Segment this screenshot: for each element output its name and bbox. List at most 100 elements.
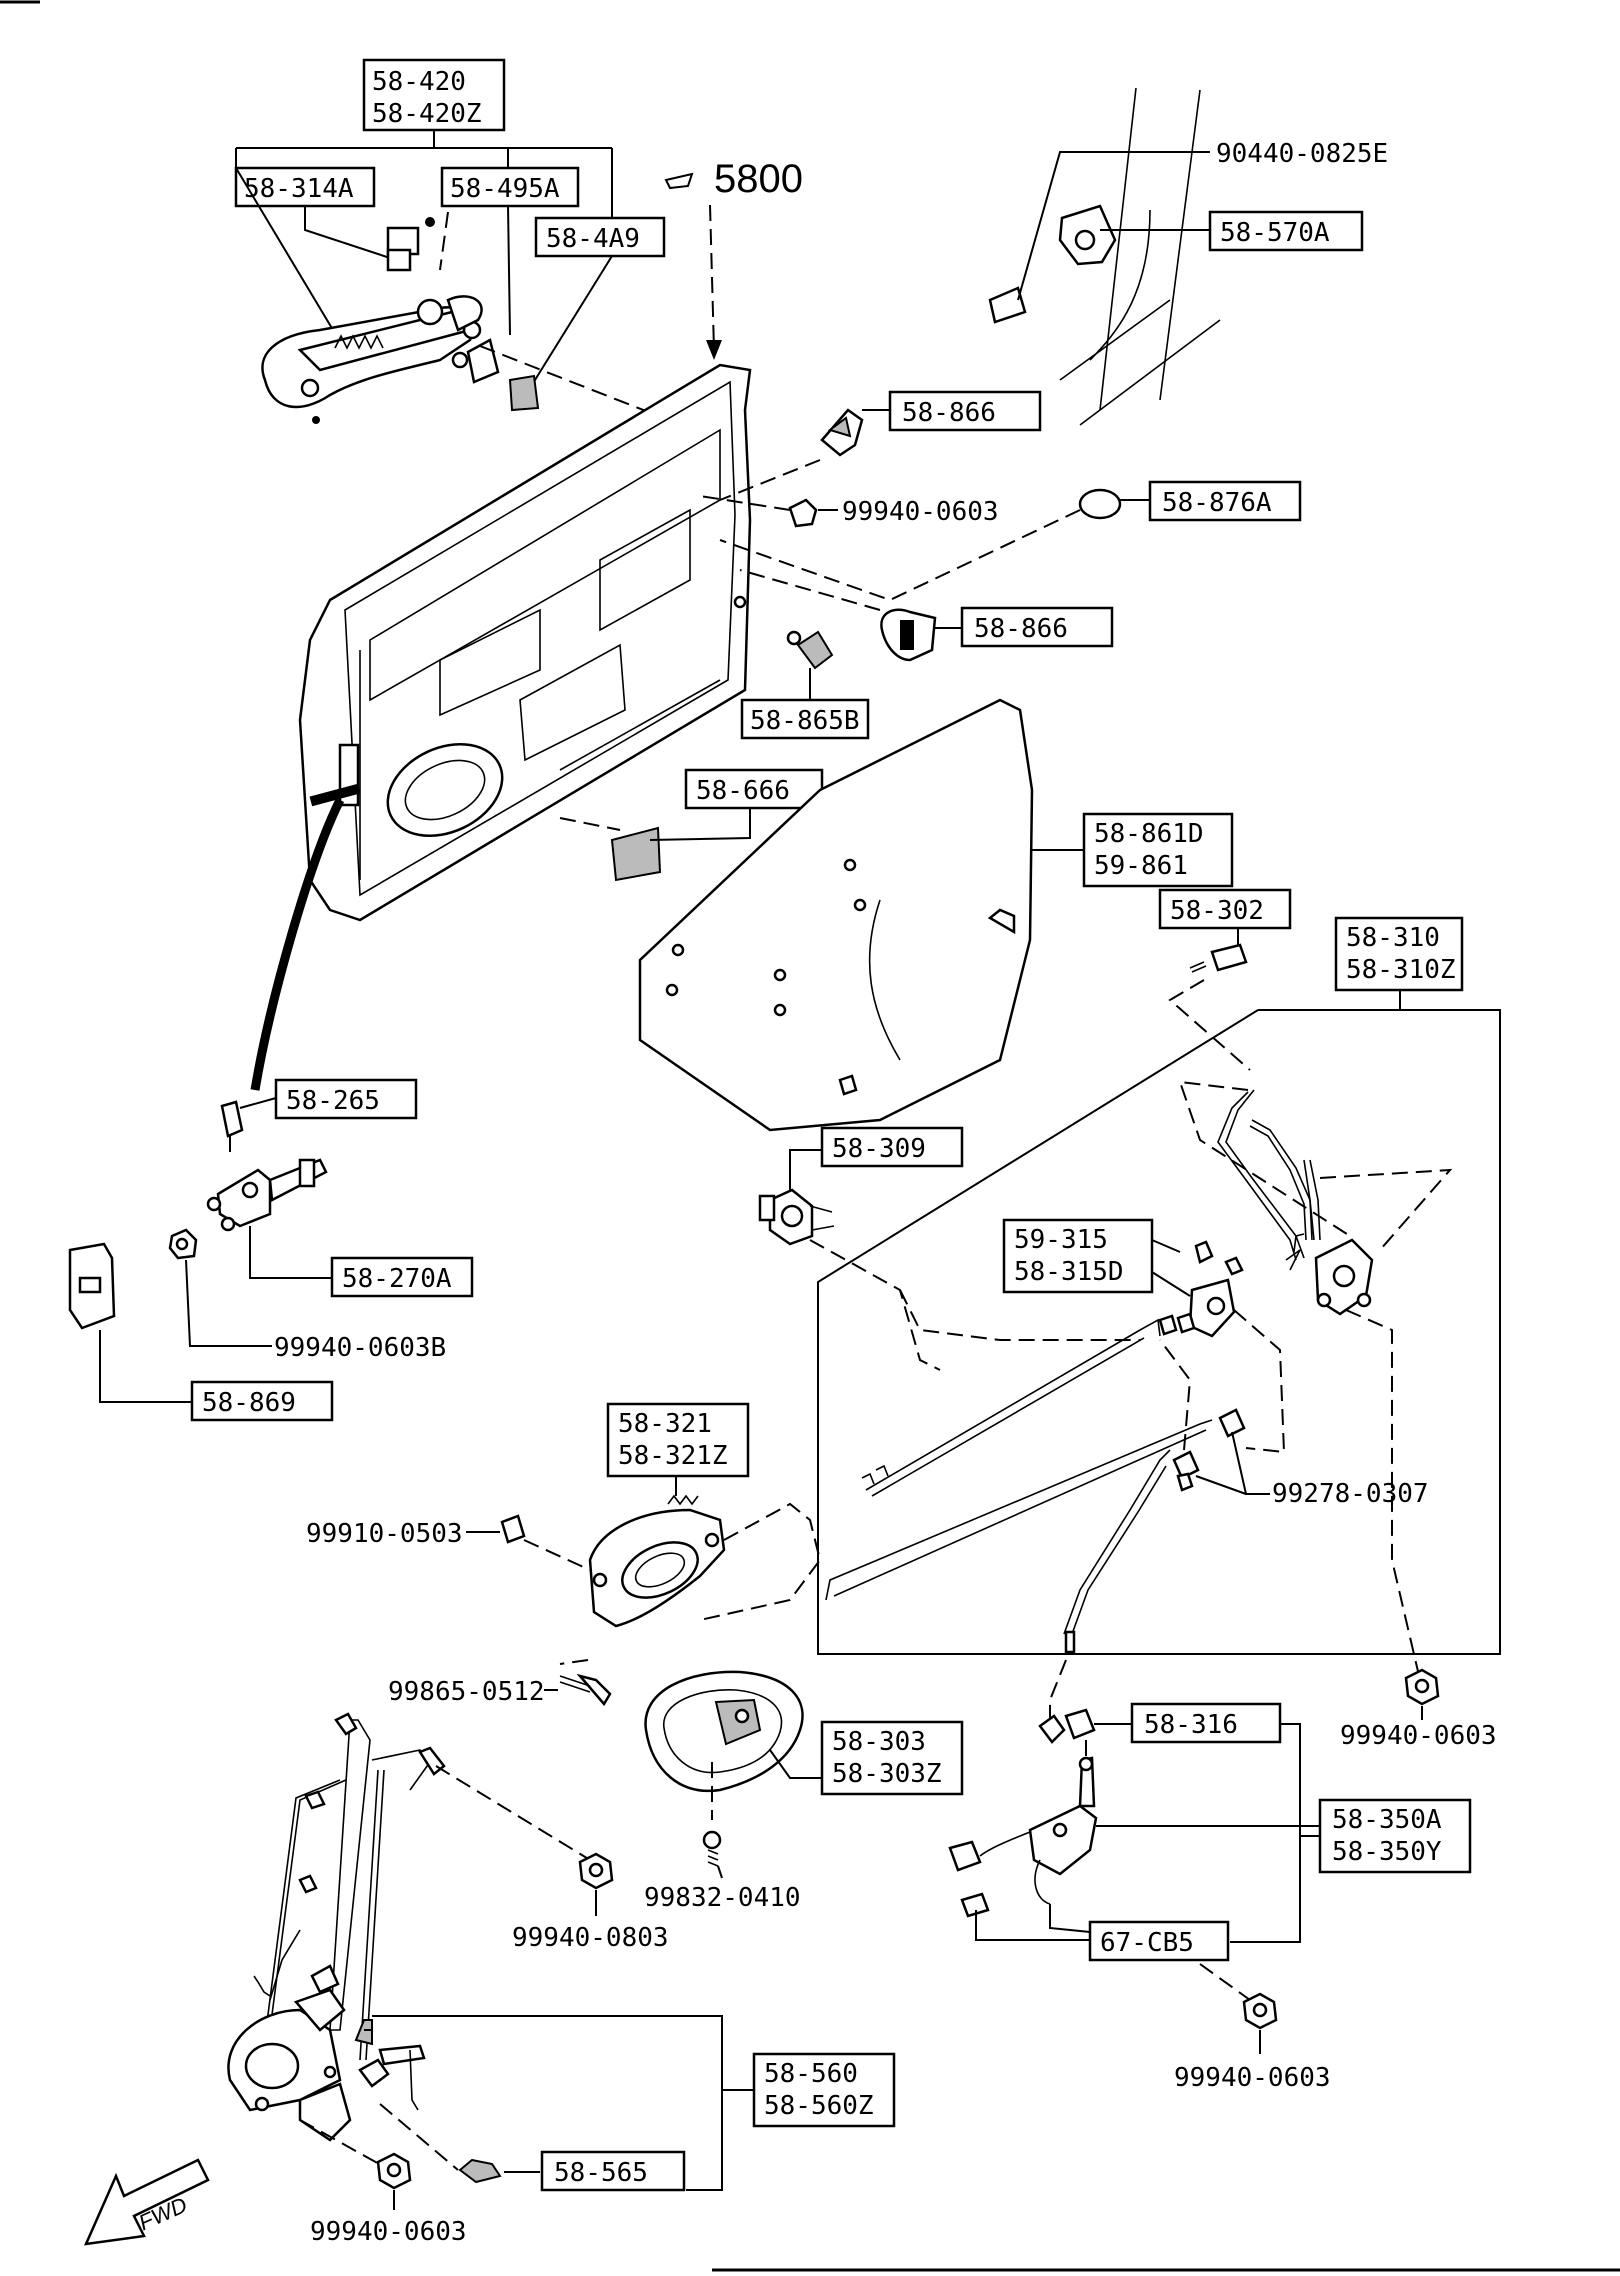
callout-58-420z: 58-420Z	[372, 99, 482, 129]
nut-right-group: 99940-0603	[1340, 1668, 1497, 1751]
callout-58-4a9: 58-4A9	[546, 224, 640, 254]
inner-handle-group: 58-321 58-321Z 99910-0503 99865-0512	[306, 1402, 822, 1707]
callout-box-58-866-upper[interactable]	[888, 390, 1042, 432]
plug-part	[1078, 488, 1122, 520]
striker-bolt-part	[988, 286, 1027, 324]
callout-box-58-321[interactable]	[606, 1402, 750, 1478]
callout-58-560z: 58-560Z	[764, 2091, 874, 2121]
callout-58-866-upper: 58-866	[902, 398, 996, 428]
screw-99910-part	[500, 1514, 526, 1544]
callout-box-58-866-lower[interactable]	[960, 606, 1114, 648]
lock-mechanism-part	[1285, 1233, 1374, 1316]
callout-99865-0512: 99865-0512	[388, 1677, 545, 1707]
callout-box-58-310[interactable]	[1334, 916, 1464, 992]
bezel-group: 58-303 58-303Z 99832-0410	[644, 1670, 964, 1913]
callout-58-310z: 58-310Z	[1346, 955, 1456, 985]
callout-58-265: 58-265	[286, 1086, 380, 1116]
key-cylinder-part	[758, 1188, 835, 1246]
callout-box-58-861d[interactable]	[1082, 812, 1234, 888]
outer-handle-group: 58-420 58-420Z 58-314A 58-495A 58-4A9	[234, 58, 721, 441]
callout-box-58-565[interactable]	[540, 2150, 686, 2192]
regulator-group: 99940-0803 58-560 58-560Z 58-565 99940-0…	[227, 1712, 896, 2247]
callout-99940-0603-right: 99940-0603	[1340, 1721, 1497, 1751]
callout-67-cb5: 67-CB5	[1100, 1928, 1194, 1958]
callout-58-420: 58-420	[372, 67, 466, 97]
callout-box-58-270a[interactable]	[330, 1256, 474, 1298]
callout-58-309: 58-309	[832, 1134, 926, 1164]
screw-302-part	[1210, 943, 1248, 972]
callout-58-314a: 58-314A	[244, 174, 354, 204]
reg-clip-part	[458, 2158, 502, 2184]
callout-59-861: 59-861	[1094, 851, 1188, 881]
callout-58-869: 58-869	[202, 1388, 296, 1418]
section-ref-number: 5800	[714, 157, 803, 201]
stopper-part	[796, 630, 834, 670]
callout-box-58-570a[interactable]	[1208, 210, 1364, 252]
callout-99910-0503: 99910-0503	[306, 1519, 463, 1549]
lock-lever-part	[1158, 1240, 1244, 1338]
callout-58-321: 58-321	[618, 1409, 712, 1439]
door-panel-part	[298, 363, 752, 922]
callout-box-58-309[interactable]	[820, 1126, 964, 1168]
callout-box-58-666[interactable]	[684, 768, 824, 810]
outer-handle-part	[261, 295, 483, 424]
ref-hand-icon	[664, 172, 694, 190]
bolt-99865-part	[576, 1673, 612, 1707]
callout-99940-0803: 99940-0803	[512, 1923, 669, 1953]
rod-clip-part	[386, 217, 435, 272]
grommet-upper-group: 58-866	[719, 390, 1042, 501]
callout-box-67-cb5[interactable]	[1088, 1920, 1230, 1962]
callout-box-58-876a[interactable]	[1148, 480, 1302, 522]
regulator-part	[227, 1712, 446, 2142]
inner-handle-part	[588, 1494, 726, 1628]
checker-part	[206, 1158, 328, 1232]
actuator-part	[948, 1756, 1098, 1918]
callout-58-350a: 58-350A	[1332, 1805, 1442, 1835]
callout-58-270a: 58-270A	[342, 1264, 452, 1294]
callout-59-315: 59-315	[1014, 1225, 1108, 1255]
callout-58-565: 58-565	[554, 2158, 648, 2188]
callout-58-316: 58-316	[1144, 1710, 1238, 1740]
fwd-arrow: FWD	[83, 2158, 210, 2246]
callout-box-58-302[interactable]	[1158, 888, 1292, 930]
callout-58-350y: 58-350Y	[1332, 1837, 1442, 1867]
callout-99940-0603-reg: 99940-0603	[310, 2217, 467, 2247]
callout-99940-0603b: 99940-0603B	[274, 1333, 446, 1363]
grommet-lower-group: 58-866	[880, 606, 1114, 662]
callout-box-58-4a9[interactable]	[534, 216, 666, 258]
callout-58-861d: 58-861D	[1094, 819, 1204, 849]
door-checker-group: 58-265 58-270A 99940-0603B	[168, 1078, 474, 1363]
checker-arm	[250, 797, 345, 1091]
sealing-pad-part	[610, 826, 662, 882]
callout-box-58-316[interactable]	[1130, 1702, 1282, 1744]
callout-box-58-495a[interactable]	[440, 166, 580, 208]
callout-58-303: 58-303	[832, 1727, 926, 1757]
striker-group: 90440-0825E 58-570A	[988, 87, 1388, 426]
callout-58-315d: 58-315D	[1014, 1257, 1124, 1287]
rod-clip-99278-part	[1172, 1408, 1246, 1492]
lock-rod-3	[825, 1419, 1213, 1601]
stopper-group: 58-865B	[740, 630, 870, 740]
fwd-arrow-icon	[83, 2158, 210, 2246]
callout-99940-0603-upper: 99940-0603	[842, 497, 999, 527]
plug-group: 58-876A	[719, 480, 1302, 611]
callout-58-303z: 58-303Z	[832, 1759, 942, 1789]
callout-box-59-315[interactable]	[1002, 1218, 1154, 1294]
callout-box-58-560[interactable]	[752, 2052, 896, 2128]
callout-58-866-lower: 58-866	[974, 614, 1068, 644]
section-ref: 5800	[664, 157, 803, 360]
checker-pin-part	[220, 1100, 244, 1138]
actuator-rod-clip-part	[1038, 1714, 1066, 1744]
callout-box-58-314a[interactable]	[234, 166, 376, 208]
nut-upper-group: 99940-0603	[699, 495, 999, 528]
callout-58-321z: 58-321Z	[618, 1441, 728, 1471]
callout-box-58-303[interactable]	[820, 1720, 964, 1796]
callout-58-876a: 58-876A	[1162, 488, 1272, 518]
callout-90440-0825e: 90440-0825E	[1216, 139, 1388, 169]
callout-58-310: 58-310	[1346, 923, 1440, 953]
lock-rod-4	[1063, 1449, 1171, 1635]
callout-box-58-350a[interactable]	[1318, 1798, 1472, 1874]
callout-box-58-869[interactable]	[190, 1380, 334, 1422]
callout-box-58-865b[interactable]	[740, 698, 870, 740]
